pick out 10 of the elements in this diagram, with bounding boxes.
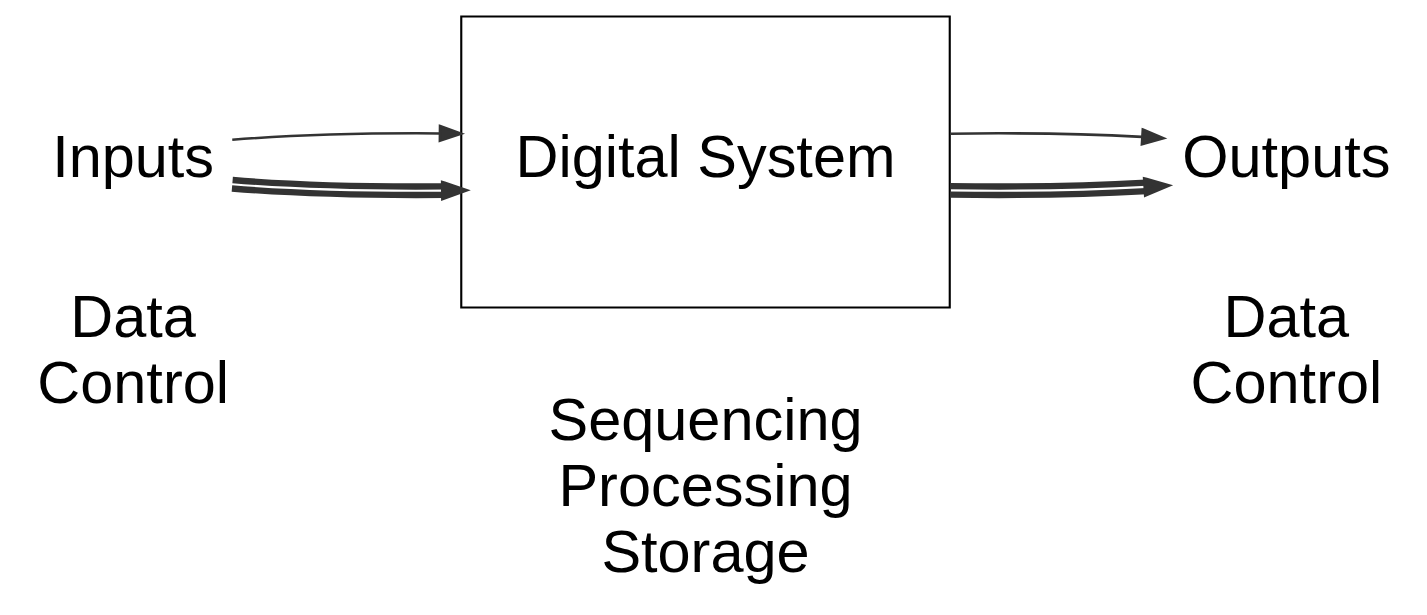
node-text: Inputs bbox=[51, 122, 214, 190]
arrow bbox=[231, 176, 471, 202]
node-box: Digital System bbox=[459, 15, 951, 309]
arrow bbox=[949, 127, 1167, 147]
label: Data Control bbox=[36, 283, 229, 416]
label: Data Control bbox=[1190, 283, 1382, 416]
label: Sequencing Processing Storage bbox=[547, 386, 863, 585]
arrow bbox=[949, 176, 1173, 199]
arrow bbox=[231, 124, 465, 143]
node-text: Outputs bbox=[1181, 122, 1390, 190]
